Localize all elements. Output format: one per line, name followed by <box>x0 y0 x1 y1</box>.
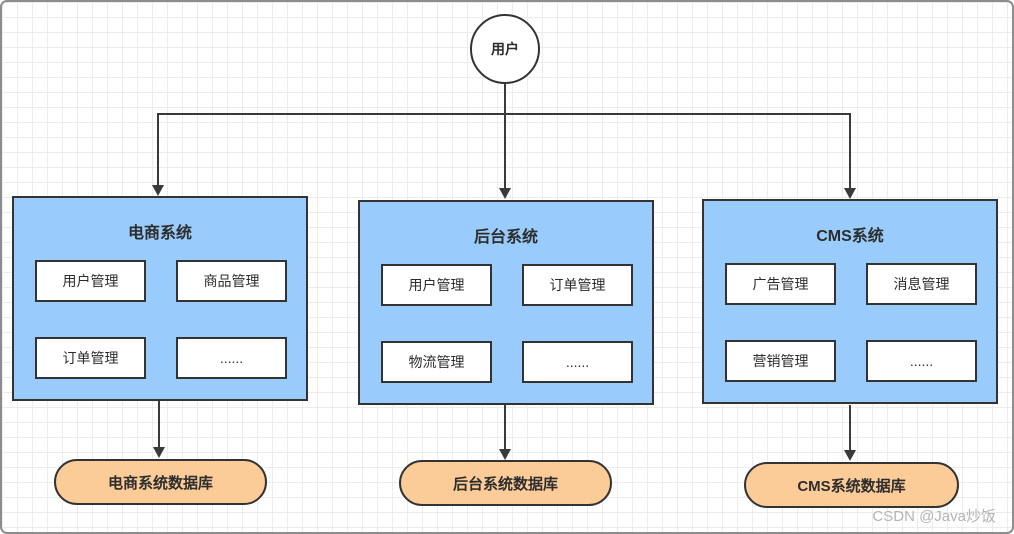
database-node-backend: 后台系统数据库 <box>399 460 612 506</box>
module-box: 消息管理 <box>866 263 977 305</box>
arrowhead-ecommerce <box>152 185 164 196</box>
system-box-backend: 后台系统 用户管理 订单管理 物流管理 ...... <box>358 200 654 405</box>
connector-to-ecommerce <box>157 113 159 187</box>
module-box: 用户管理 <box>35 260 146 302</box>
module-box: ...... <box>176 337 287 379</box>
user-node-label: 用户 <box>491 41 519 57</box>
connector-to-cms <box>849 113 851 189</box>
system-title: CMS系统 <box>816 228 884 245</box>
database-node-ecommerce: 电商系统数据库 <box>54 459 267 505</box>
module-box: 广告管理 <box>725 263 836 305</box>
system-title: 电商系统 <box>127 225 192 242</box>
connector-backend-to-db <box>504 404 506 450</box>
module-box: 订单管理 <box>522 264 633 306</box>
module-box: 订单管理 <box>35 337 146 379</box>
arrowhead-cms-db <box>844 450 856 461</box>
arrowhead-backend <box>499 188 511 199</box>
module-box: ...... <box>522 341 633 383</box>
connector-ecommerce-to-db <box>158 401 160 448</box>
module-box: 物流管理 <box>381 341 492 383</box>
database-node-cms: CMS系统数据库 <box>744 462 959 508</box>
system-title: 后台系统 <box>473 229 538 246</box>
user-node: 用户 <box>470 14 540 84</box>
csdn-watermark: CSDN @Java炒饭 <box>872 508 996 525</box>
connector-cms-to-db <box>849 405 851 451</box>
connector-user-to-backend <box>504 84 506 189</box>
module-box: 营销管理 <box>725 340 836 382</box>
module-box: 用户管理 <box>381 264 492 306</box>
arrowhead-ecommerce-db <box>153 447 165 458</box>
arrowhead-backend-db <box>499 449 511 460</box>
system-box-cms: CMS系统 广告管理 消息管理 营销管理 ...... <box>702 199 998 404</box>
module-box: 商品管理 <box>176 260 287 302</box>
connector-branch-horizontal <box>158 113 851 115</box>
arrowhead-cms <box>844 188 856 199</box>
system-box-ecommerce: 电商系统 用户管理 商品管理 订单管理 ...... <box>12 196 308 401</box>
module-box: ...... <box>866 340 977 382</box>
